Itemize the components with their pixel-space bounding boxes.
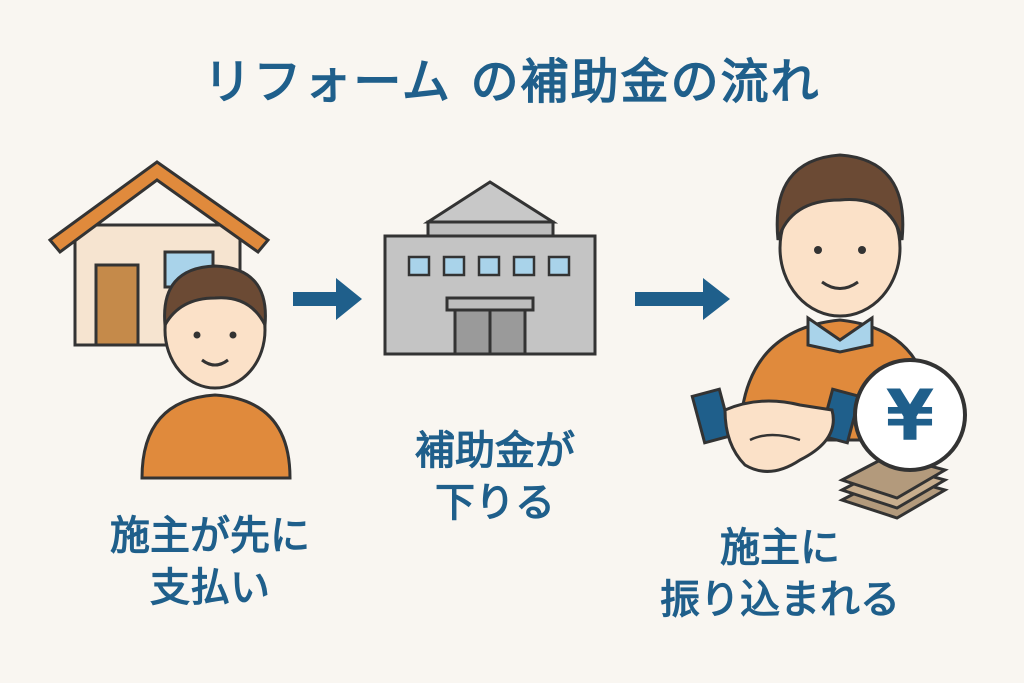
step-3-line-2: 振り込まれる: [660, 577, 900, 623]
step-2-line-1: 補助金が: [415, 428, 575, 474]
government-building-icon: [383, 180, 597, 356]
step-2-label: 補助金が 下りる: [345, 425, 645, 529]
arrow-right-icon: [293, 278, 362, 320]
step-1-line-2: 支払い: [150, 565, 270, 611]
homeowner-person-icon: [140, 264, 292, 480]
handshake-icon: [690, 387, 862, 473]
step-3-line-1: 施主に: [720, 525, 840, 571]
yen-coin-icon: ¥: [853, 358, 967, 472]
step-3-label: 施主に 振り込まれる: [630, 522, 930, 626]
step-1-line-1: 施主が先に: [110, 513, 310, 559]
yen-symbol: ¥: [886, 375, 935, 457]
arrow-right-icon: [635, 278, 730, 320]
step-1-label: 施主が先に 支払い: [60, 510, 360, 614]
step-2-line-2: 下りる: [435, 480, 555, 526]
page-title: リフォーム の補助金の流れ: [203, 54, 821, 110]
